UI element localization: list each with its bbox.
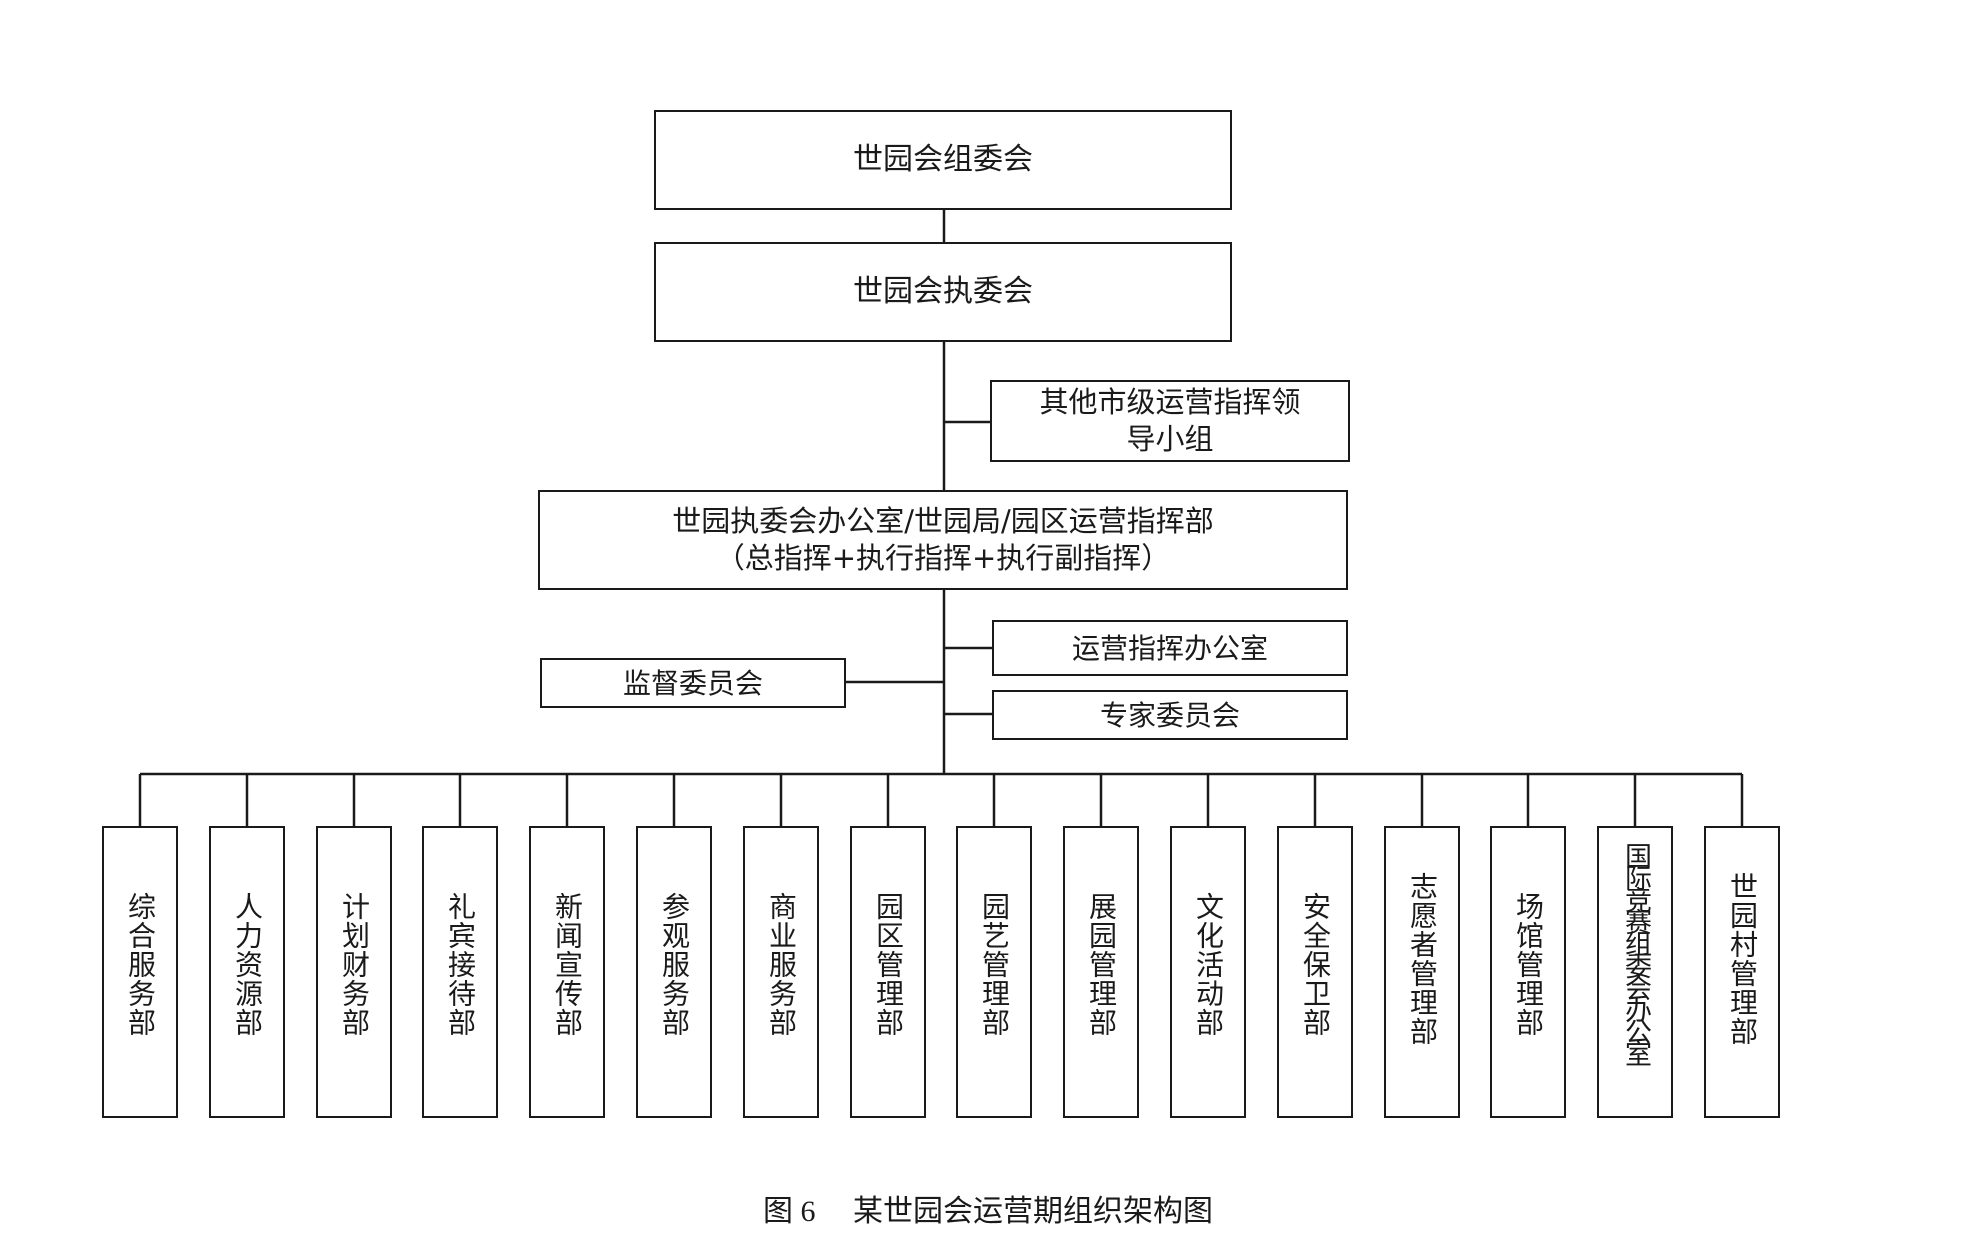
- supervision-box: 监督委员会: [540, 658, 846, 708]
- command-office-label: 运营指挥办公室: [1071, 631, 1268, 665]
- executive-box: 世园会执委会: [654, 242, 1232, 342]
- dept-label: 礼宾接待部: [444, 892, 477, 1037]
- dept-box: 参观服务部: [636, 826, 712, 1118]
- city-group-box: 其他市级运营指挥领 导小组: [990, 380, 1350, 462]
- dept-box: 国际竞赛组委会办公室: [1597, 826, 1673, 1118]
- dept-label: 人力资源部: [231, 892, 264, 1037]
- dept-box: 人力资源部: [209, 826, 285, 1118]
- figure-caption: 图 6 某世园会运营期组织架构图: [763, 1195, 1213, 1228]
- dept-label: 志愿者管理部: [1406, 872, 1439, 1046]
- executive-label: 世园会执委会: [853, 274, 1033, 309]
- dept-label: 安全保卫部: [1299, 892, 1332, 1037]
- dept-box: 文化活动部: [1170, 826, 1246, 1118]
- hq-label-line1: 世园执委会办公室/世园局/园区运营指挥部: [672, 504, 1214, 538]
- dept-box: 商业服务部: [743, 826, 819, 1118]
- dept-label: 文化活动部: [1192, 892, 1225, 1037]
- experts-box: 专家委员会: [992, 690, 1348, 740]
- hq-box: 世园执委会办公室/世园局/园区运营指挥部 （总指挥+执行指挥+执行副指挥）: [538, 490, 1348, 590]
- dept-box: 计划财务部: [316, 826, 392, 1118]
- experts-label: 专家委员会: [1099, 698, 1240, 732]
- dept-box: 新闻宣传部: [529, 826, 605, 1118]
- dept-box: 展园管理部: [1063, 826, 1139, 1118]
- dept-label: 计划财务部: [338, 892, 371, 1037]
- dept-box: 园区管理部: [850, 826, 926, 1118]
- dept-box: 场馆管理部: [1490, 826, 1566, 1118]
- supervision-label: 监督委员会: [622, 666, 763, 700]
- command-office-box: 运营指挥办公室: [992, 620, 1348, 676]
- dept-label: 园艺管理部: [978, 892, 1011, 1037]
- dept-label: 综合服务部: [124, 892, 157, 1037]
- dept-label: 展园管理部: [1085, 892, 1118, 1037]
- committee-label: 世园会组委会: [853, 142, 1033, 177]
- dept-label: 新闻宣传部: [551, 892, 584, 1037]
- dept-label: 国际竞赛组委会办公室: [1620, 842, 1651, 1062]
- dept-label: 场馆管理部: [1512, 892, 1545, 1037]
- city-group-label-line1: 其他市级运营指挥领: [1039, 385, 1301, 419]
- dept-box: 安全保卫部: [1277, 826, 1353, 1118]
- committee-box: 世园会组委会: [654, 110, 1232, 210]
- dept-box: 礼宾接待部: [422, 826, 498, 1118]
- dept-label: 世园村管理部: [1726, 872, 1759, 1046]
- dept-box: 园艺管理部: [956, 826, 1032, 1118]
- city-group-label-line2: 导小组: [1126, 422, 1214, 456]
- dept-label: 参观服务部: [658, 892, 691, 1037]
- dept-box: 世园村管理部: [1704, 826, 1780, 1118]
- dept-label: 园区管理部: [872, 892, 905, 1037]
- dept-box: 综合服务部: [102, 826, 178, 1118]
- dept-label: 商业服务部: [765, 892, 798, 1037]
- hq-label-line2: （总指挥+执行指挥+执行副指挥）: [715, 541, 1171, 575]
- dept-box: 志愿者管理部: [1384, 826, 1460, 1118]
